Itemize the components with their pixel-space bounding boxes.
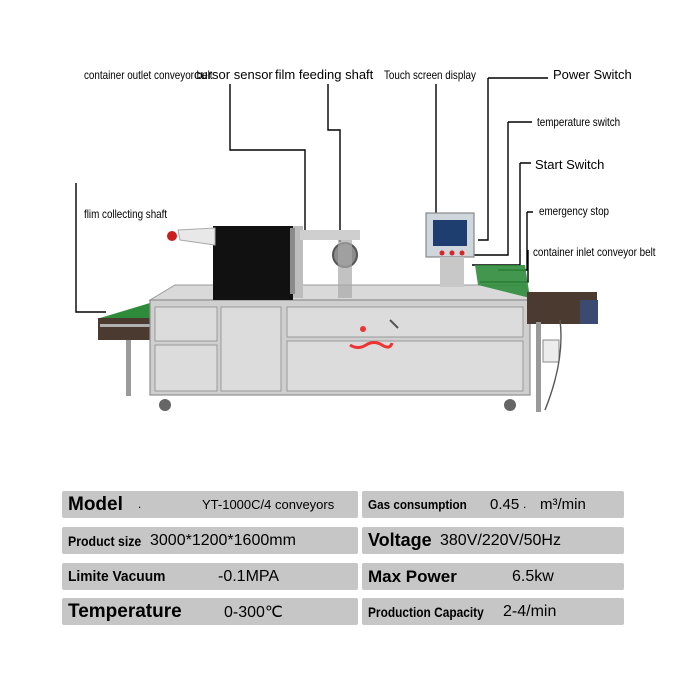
spec-capacity-value: 2-4/min <box>503 602 557 620</box>
machine-body <box>148 284 531 411</box>
spec-model: Model . YT-1000C/4 conveyors <box>62 491 358 518</box>
control-box <box>425 212 475 287</box>
spec-gas-value: 0.45 <box>490 496 520 513</box>
spec-gas-dot: . <box>523 497 527 511</box>
spec-gas-unit: m³/min <box>540 496 586 513</box>
label-touch-screen-display: Touch screen display <box>384 68 476 82</box>
spec-voltage: Voltage 380V/220V/50Hz <box>362 527 624 554</box>
spec-voltage-value: 380V/220V/50Hz <box>440 531 561 549</box>
sealing-housing <box>167 226 360 300</box>
label-film-feeding-shaft: film feeding shaft <box>275 67 374 82</box>
spec-vacuum-label: Limite Vacuum <box>68 568 166 585</box>
spec-temperature: Temperature 0-300℃ <box>62 598 358 625</box>
spec-limite-vacuum: Limite Vacuum -0.1MPA <box>62 563 358 590</box>
label-cursor-sensor: cursor sensor <box>194 67 273 82</box>
spec-production-capacity: Production Capacity 2-4/min <box>362 598 624 625</box>
label-container-outlet-conveyor: container outlet conveyor belt <box>84 68 213 82</box>
spec-product-size-label: Product size <box>68 532 142 549</box>
spec-voltage-label: Voltage <box>368 530 432 550</box>
spec-gas-consumption: Gas consumption 0.45 . m³/min <box>362 491 624 518</box>
spec-max-power-value: 6.5kw <box>512 567 554 585</box>
machine-diagram <box>75 77 598 412</box>
spec-model-label: Model <box>68 493 123 515</box>
spec-vacuum-value: -0.1MPA <box>218 567 280 585</box>
label-film-collecting-shaft: flim collecting shaft <box>84 207 168 221</box>
label-container-inlet-conveyor: container inlet conveyor belt <box>533 245 656 259</box>
spec-product-size: Product size 3000*1200*1600mm <box>62 527 358 554</box>
spec-temperature-value: 0-300℃ <box>224 603 283 621</box>
spec-capacity-label: Production Capacity <box>368 603 484 620</box>
spec-max-power: Max Power 6.5kw <box>362 563 624 590</box>
label-emergency-stop: emergency stop <box>539 204 610 218</box>
inlet-conveyor <box>475 265 598 412</box>
spec-product-size-value: 3000*1200*1600mm <box>150 531 296 549</box>
label-start-switch: Start Switch <box>535 157 605 172</box>
label-power-switch: Power Switch <box>553 67 632 82</box>
spec-gas-label: Gas consumption <box>368 497 467 512</box>
spec-model-dot: . <box>138 497 142 511</box>
spec-max-power-label: Max Power <box>368 566 457 586</box>
label-temperature-switch: temperature switch <box>537 115 621 129</box>
spec-temperature-label: Temperature <box>68 600 182 622</box>
spec-model-value: YT-1000C/4 conveyors <box>202 497 335 512</box>
